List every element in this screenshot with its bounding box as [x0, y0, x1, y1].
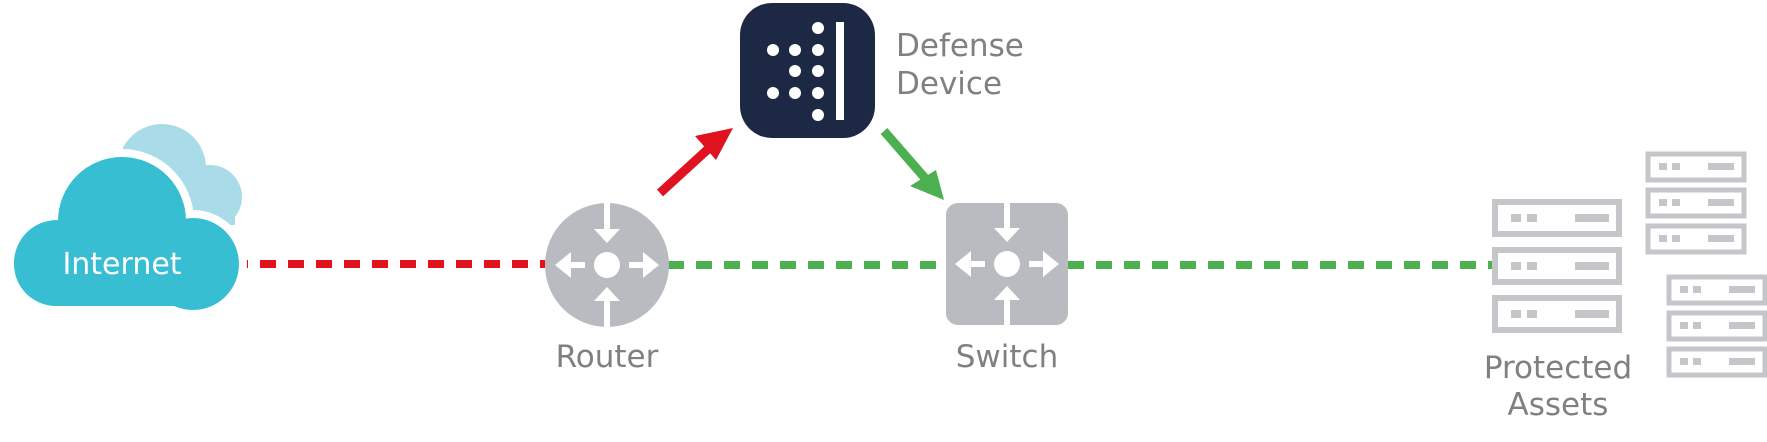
- server-rack-top-icon: [1648, 154, 1744, 252]
- server-rack-bottom-icon: [1669, 277, 1765, 375]
- arrow-defense-to-switch: [880, 128, 944, 200]
- router-node: Router: [545, 203, 669, 375]
- server-rack-main-icon: [1495, 202, 1619, 330]
- cloud-icon: [14, 157, 239, 310]
- arrow-router-to-defense: [656, 128, 733, 197]
- links: [232, 128, 1496, 269]
- defense-device-icon: [740, 3, 875, 138]
- assets-label-line1: Protected: [1484, 350, 1632, 386]
- defense-device-node: Defense Device: [740, 3, 1024, 138]
- switch-node: Switch: [946, 202, 1068, 375]
- protected-assets-node: Protected Assets: [1484, 154, 1765, 423]
- switch-label: Switch: [956, 339, 1059, 375]
- assets-label-line2: Assets: [1508, 387, 1609, 423]
- defense-label-line1: Defense: [896, 28, 1024, 64]
- internet-label: Internet: [62, 247, 181, 282]
- internet-node: Internet: [14, 124, 247, 318]
- defense-label-line2: Device: [896, 66, 1002, 102]
- router-label: Router: [556, 339, 659, 375]
- defense-dots-icon: [767, 22, 844, 121]
